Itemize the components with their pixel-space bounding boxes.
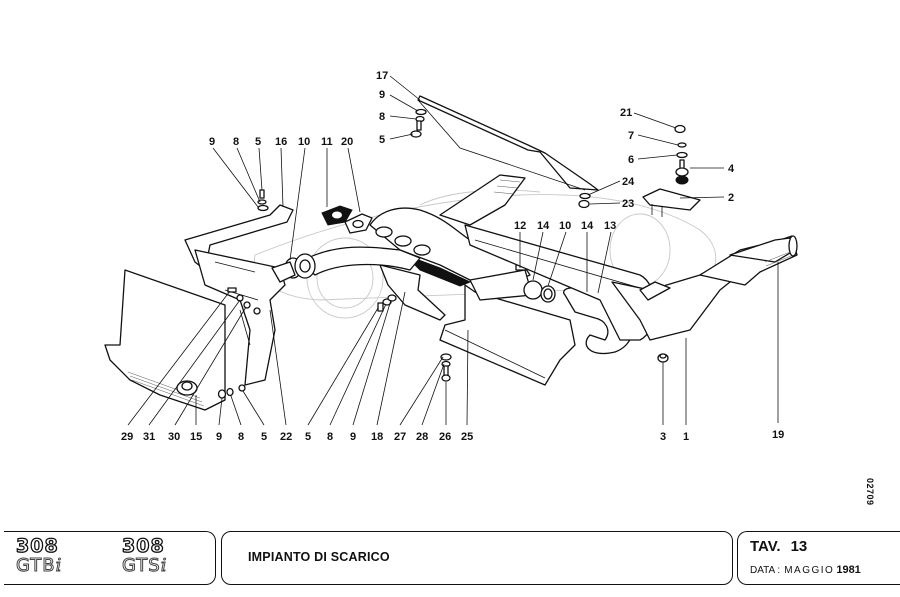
callout: 31 [143, 431, 155, 443]
tailpipes-19 [699, 235, 798, 286]
heat-shield-25 [439, 284, 576, 386]
callout: 10 [298, 136, 310, 148]
nut-3 [657, 353, 669, 363]
fastener-set-left-bottom [217, 384, 246, 399]
flange-joint-10-right [469, 264, 556, 303]
date-year: 1981 [836, 564, 861, 576]
callout: 30 [168, 431, 180, 443]
exhaust-exploded-diagram: 17 9 8 5 21 7 6 4 24 2 23 9 8 5 16 10 11… [104, 70, 798, 443]
callout: 27 [394, 431, 406, 443]
callout: 5 [305, 431, 311, 443]
model-badge-gtbi: 308 GTBi [15, 535, 106, 576]
model-badge-box: 308 GTBi 308 GTSi [4, 531, 216, 585]
model-number: 308 [15, 535, 59, 557]
grommet-30 [176, 380, 198, 396]
callout: 10 [559, 220, 571, 232]
callout: 28 [416, 431, 428, 443]
callout: 17 [376, 70, 388, 82]
intermediate-pipe [299, 246, 421, 276]
callout: 9 [216, 431, 222, 443]
bracket-16 [184, 204, 294, 271]
callout: 25 [461, 431, 473, 443]
date-month: MAGGIO [784, 565, 835, 576]
callout: 21 [620, 107, 632, 119]
plate-label: TAV. [750, 538, 781, 555]
callout: 3 [660, 431, 666, 443]
model-suffix-mark: i [160, 555, 168, 576]
callout: 1 [683, 431, 689, 443]
callout: 23 [622, 198, 634, 210]
gasket-20 [344, 213, 373, 234]
callout: 2 [728, 192, 734, 204]
callout: 5 [255, 136, 261, 148]
callout: 9 [350, 431, 356, 443]
callout: 9 [209, 136, 215, 148]
callout: 13 [604, 220, 616, 232]
callout: 5 [261, 431, 267, 443]
model-number: 308 [121, 535, 165, 557]
callout: 18 [371, 431, 383, 443]
fastener-set-top [410, 108, 427, 138]
model-badge-gtsi: 308 GTSi [121, 535, 212, 576]
model-suffix-text: GTS [122, 555, 161, 576]
callout: 4 [728, 163, 735, 175]
callout: 14 [581, 220, 594, 232]
callout: 29 [121, 431, 133, 443]
fastener-set-bottom [440, 353, 452, 382]
callout: 26 [439, 431, 451, 443]
header-pipes-22 [194, 249, 296, 386]
callout: 15 [190, 431, 202, 443]
model-suffix-text: GTB [16, 555, 56, 576]
callout: 8 [379, 111, 385, 123]
fastener-set-center [377, 294, 397, 312]
gasket-11 [321, 205, 353, 226]
callout: 7 [628, 130, 634, 142]
callout: 22 [280, 431, 292, 443]
callout: 12 [514, 220, 526, 232]
callout: 5 [379, 134, 385, 146]
callout: 20 [341, 136, 353, 148]
model-suffix: GTSi [122, 555, 212, 576]
callout: 19 [772, 429, 784, 441]
heat-shield-17 [417, 95, 599, 191]
callout: 8 [327, 431, 333, 443]
plate-number: TAV. 13 [750, 538, 807, 555]
callout-labels: 17 9 8 5 21 7 6 4 24 2 23 9 8 5 16 10 11… [121, 70, 784, 443]
plate-value: 13 [790, 538, 808, 555]
drawing-serial-number: 02709 [865, 478, 875, 506]
callout: 9 [379, 89, 385, 101]
callout: 11 [321, 136, 333, 148]
model-suffix: GTBi [16, 555, 106, 576]
model-suffix-mark: i [55, 555, 63, 576]
callout: 8 [233, 136, 239, 148]
title-box: IMPIANTO DI SCARICO [221, 531, 733, 585]
heat-shield-18 [379, 264, 446, 321]
heat-shield-15 [104, 269, 226, 411]
fastener-set-header [227, 287, 261, 315]
callout: 16 [275, 136, 287, 148]
callout: 14 [537, 220, 550, 232]
muffler-mount-hardware [578, 124, 701, 217]
diagram-title: IMPIANTO DI SCARICO [248, 550, 390, 564]
date-label: DATA : [750, 565, 781, 576]
exhaust-manifold [369, 174, 531, 287]
fastener-set-left-top [257, 189, 269, 212]
callout: 24 [622, 176, 635, 188]
leader-lines [127, 75, 779, 426]
callout: 8 [238, 431, 244, 443]
callout: 6 [628, 154, 634, 166]
